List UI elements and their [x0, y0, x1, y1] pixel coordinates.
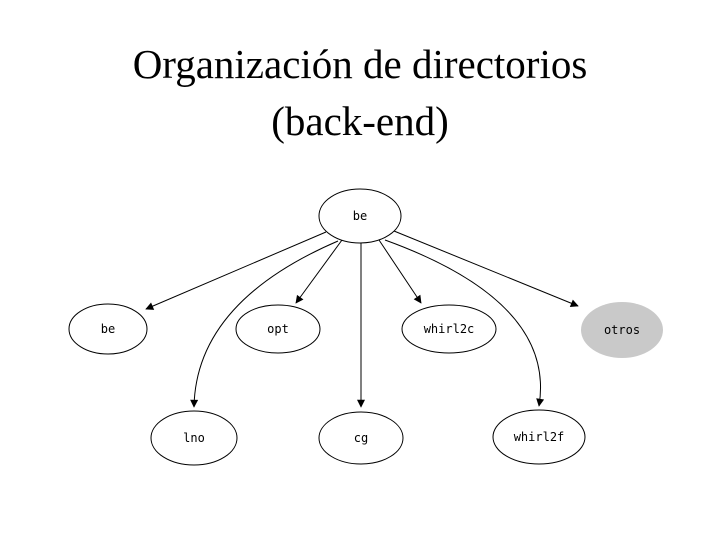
node-ellipse-whirl2c	[401, 304, 497, 354]
node-label-cg: cg	[354, 431, 368, 445]
edge-root-to-be	[145, 231, 327, 310]
edge-root-to-opt	[295, 239, 343, 304]
edge-root-to-whirl2f	[384, 239, 545, 407]
node-whirl2c: whirl2c	[401, 304, 497, 354]
edge-root-to-lno	[190, 240, 339, 408]
node-ellipse-cg	[318, 411, 404, 465]
node-otros: otros	[581, 302, 663, 358]
node-ellipse-otros	[581, 302, 663, 358]
node-label-otros: otros	[604, 323, 640, 337]
node-label-opt: opt	[267, 322, 289, 336]
node-ellipse-be-root	[318, 188, 402, 244]
node-ellipse-be	[68, 303, 148, 355]
node-whirl2f: whirl2f	[492, 409, 586, 465]
node-label-be: be	[101, 322, 115, 336]
node-label-lno: lno	[183, 431, 205, 445]
node-lno: lno	[150, 410, 238, 466]
node-label-be-root: be	[353, 209, 367, 223]
edge-root-to-whirl2c	[378, 239, 422, 304]
node-be-root: be	[318, 188, 402, 244]
node-cg: cg	[318, 411, 404, 465]
slide-title: Organización de directorios (back-end)	[0, 36, 720, 150]
node-label-whirl2f: whirl2f	[514, 430, 565, 444]
node-be: be	[68, 303, 148, 355]
edge-root-to-otros	[393, 230, 579, 307]
node-ellipse-lno	[150, 410, 238, 466]
node-opt: opt	[235, 304, 321, 354]
node-ellipse-whirl2f	[492, 409, 586, 465]
node-label-whirl2c: whirl2c	[424, 322, 475, 336]
node-ellipse-opt	[235, 304, 321, 354]
slide-title-line1: Organización de directorios	[132, 41, 588, 87]
slide-title-line2: (back-end)	[271, 98, 449, 144]
